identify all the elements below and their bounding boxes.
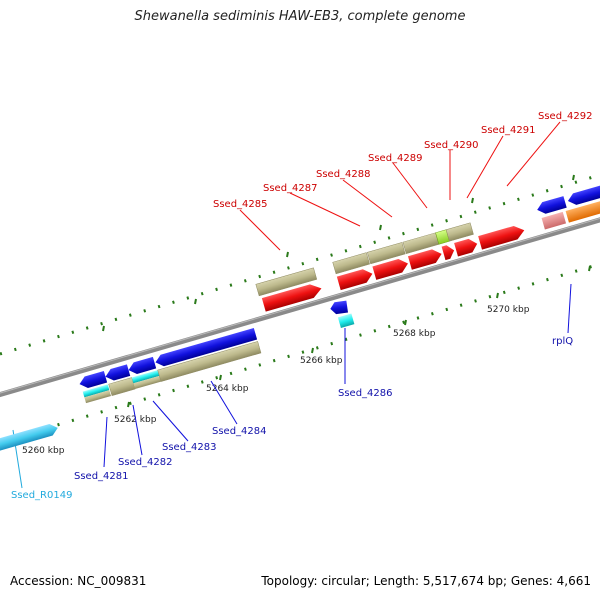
gene-label: Ssed_4291: [481, 125, 536, 136]
gene-arrow-reverse: [330, 300, 349, 315]
gene-box-cyan: [337, 313, 355, 328]
genome-summary-text: Topology: circular; Length: 5,517,674 bp…: [261, 574, 591, 588]
gene-arrow-forward: [478, 225, 525, 250]
gene-arrow-forward: [336, 269, 373, 291]
gene-box-khaki: [108, 377, 136, 396]
gene-arrow-forward: [441, 245, 455, 261]
tick-label: 5270 kbp: [487, 305, 530, 315]
gene-arrow-forward: [407, 249, 442, 270]
gene-label: Ssed_4289: [368, 153, 423, 164]
gene-arrow-reverse: [128, 356, 157, 374]
gene-label: Ssed_4287: [263, 183, 318, 194]
gene-label: Ssed_4285: [213, 199, 268, 210]
gene-label: Ssed_4288: [316, 169, 371, 180]
gene-box-pink: [541, 211, 567, 230]
gene-arrow-reverse: [105, 364, 131, 381]
gene-box-khaki: [445, 222, 474, 242]
gene-box-khaki: [84, 390, 112, 404]
gene-label: Ssed_R0149: [11, 490, 72, 501]
tick-label: 5266 kbp: [300, 356, 343, 366]
gene-label: Ssed_4292: [538, 111, 593, 122]
gene-box-khaki: [133, 375, 162, 390]
gene-box-khaki: [157, 341, 262, 382]
upper-strand-features: [255, 182, 600, 312]
genome-backbone: [0, 217, 600, 398]
gene-label: Ssed_4290: [424, 140, 479, 151]
gene-box-khaki: [367, 242, 406, 265]
gene-arrow-forward: [454, 238, 478, 257]
major-ticks: [34, 174, 591, 435]
gene-label: Ssed_4283: [162, 442, 217, 453]
page-title: Shewanella sediminis HAW-EB3, complete g…: [134, 9, 466, 24]
gene-box-orange: [565, 197, 600, 223]
gene-arrow-reverse: [537, 196, 567, 214]
lower-strand-features: [0, 327, 262, 453]
gene-box-khaki: [332, 252, 370, 275]
leader-lines-red: [239, 121, 561, 251]
gene-arrow-reverse: [79, 370, 108, 388]
tick-label: 5260 kbp: [22, 446, 65, 456]
tick-label: 5264 kbp: [206, 384, 249, 394]
gene-label: Ssed_4284: [212, 426, 267, 437]
leader-lines-blue: [103, 283, 572, 468]
gene-arrow-forward: [372, 259, 408, 280]
gene-ssed-4286-features: [330, 300, 355, 328]
gene-arrow-reverse: [155, 327, 258, 367]
gene-label: Ssed_4286: [338, 388, 393, 399]
gene-box-cyan: [131, 370, 160, 384]
tick-label: 5268 kbp: [393, 329, 436, 339]
gene-box-cyan: [82, 384, 110, 398]
gene-box-khaki: [255, 267, 318, 297]
tick-row-upper: [0, 173, 600, 356]
gene-label: Ssed_4281: [74, 471, 129, 482]
gene-arrow-forward: [261, 284, 322, 312]
genome-backbone-highlight: [0, 217, 600, 394]
gene-label: Ssed_4282: [118, 457, 173, 468]
accession-text: Accession: NC_009831: [10, 574, 147, 588]
rna-arrow: [0, 424, 58, 453]
gene-label: rplQ: [552, 336, 573, 347]
gene-arrow-reverse: [567, 182, 600, 205]
